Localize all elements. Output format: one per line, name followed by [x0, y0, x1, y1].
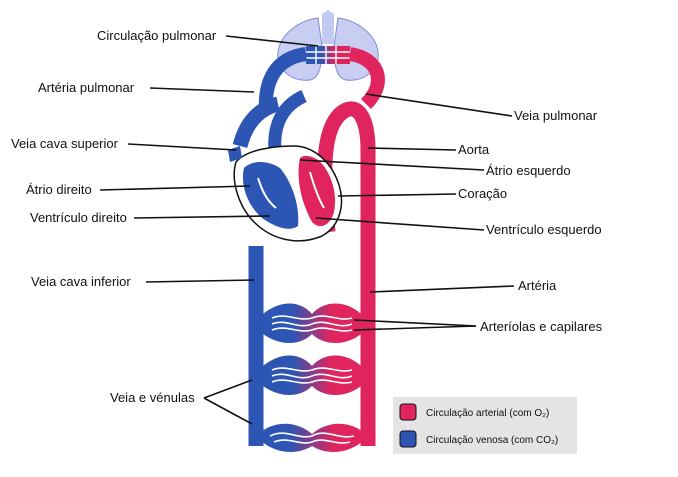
label-aorta: Aorta [458, 142, 490, 157]
label-heart: Coração [458, 186, 507, 201]
label-pulmonary-vein: Veia pulmonar [514, 108, 598, 123]
label-artery: Artéria [518, 278, 557, 293]
label-right-atrium: Átrio direito [26, 182, 92, 197]
legend-swatch-arterial [399, 403, 417, 421]
heart [228, 145, 343, 242]
label-pulmonary-artery: Artéria pulmonar [38, 80, 135, 95]
capillary-bed-2 [263, 355, 361, 395]
label-superior-vena-cava: Veia cava superior [11, 136, 119, 151]
capillary-bed-3 [256, 423, 368, 452]
label-left-ventricle: Ventrículo esquerdo [486, 222, 602, 237]
label-pulmonary-circulation: Circulação pulmonar [97, 28, 217, 43]
legend-background [393, 397, 577, 454]
label-vein-venules: Veia e vénulas [110, 390, 195, 405]
legend-swatch-venous [399, 430, 417, 448]
aorta-vessel [317, 101, 376, 446]
label-left-atrium: Átrio esquerdo [486, 163, 571, 178]
label-right-ventricle: Ventrículo direito [30, 210, 127, 225]
capillary-bed-1 [263, 303, 361, 343]
label-inferior-vena-cava: Veia cava inferior [31, 274, 131, 289]
legend: Circulação arterial (com O₂) Circulação … [393, 397, 577, 454]
legend-label-arterial: Circulação arterial (com O₂) [426, 408, 549, 419]
label-arterioles-capillaries: Arteríolas e capilares [480, 319, 603, 334]
leader-lines [99, 35, 515, 425]
legend-label-venous: Circulação venosa (com CO₂) [426, 435, 558, 446]
